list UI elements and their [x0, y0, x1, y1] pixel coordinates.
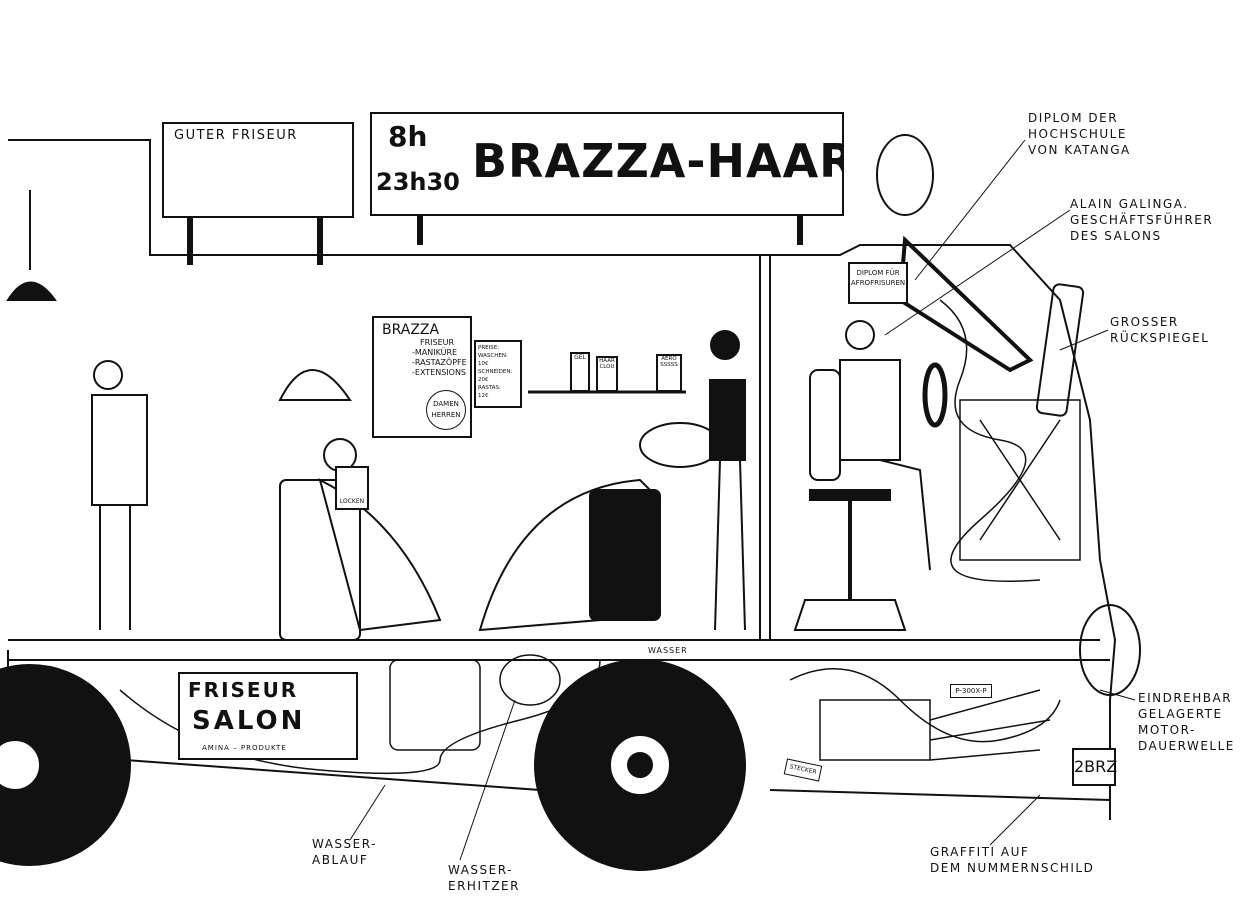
friseur-salon-sign: FRISEUR SALON AMINA – PRODUKTE	[178, 672, 358, 760]
bottle-label: GEL	[574, 354, 586, 361]
diploma-sign: DIPLOM FÜR AFROFRISUREN	[848, 262, 908, 304]
price-line: WASCHEN:	[478, 353, 508, 359]
guter-friseur-sign: GUTER FRISEUR	[162, 122, 354, 218]
price-line: RASTAS:	[478, 385, 501, 391]
rear-view-mirror	[1035, 283, 1085, 417]
annotation-ablauf: WASSER- ABLAUF	[312, 836, 377, 868]
wasser-label: WASSER	[648, 646, 688, 655]
amina-text: AMINA – PRODUKTE	[202, 744, 287, 752]
annotation-line: WASSER-	[448, 863, 513, 877]
poster-service: -MANIKÜRE	[412, 348, 458, 357]
salon-sign-line1: FRISEUR	[188, 678, 299, 702]
driver-seat-back	[809, 369, 841, 481]
wash-chair	[589, 489, 661, 621]
annotation-line: GESCHÄFTSFÜHRER	[1070, 213, 1214, 227]
bottle-label: AERO SSSSS	[660, 356, 678, 368]
annotation-line: DAUERWELLE	[1138, 739, 1235, 753]
annotation-line: WASSER-	[312, 837, 377, 851]
hours-open: 8h	[388, 120, 428, 153]
annotation-graffiti: GRAFFITI AUF DEM NUMMERNSCHILD	[930, 844, 1094, 876]
wheel-rear	[0, 664, 131, 866]
price-line: SCHNEIDEN:	[478, 369, 513, 375]
bottle-aero: AERO SSSSS	[656, 354, 682, 392]
annotation-line: DIPLOM DER	[1028, 111, 1119, 125]
annotation-line: ALAIN GALINGA.	[1070, 197, 1189, 211]
bottle-label: HAAR CLOU	[599, 358, 615, 370]
annotation-line: RÜCKSPIEGEL	[1110, 331, 1210, 345]
price-line: 12€	[478, 393, 489, 399]
hours-close: 23h30	[376, 168, 460, 196]
annotation-line: DES SALONS	[1070, 229, 1162, 243]
brazza-poster: BRAZZA FRISEUR -MANIKÜRE -RASTAZÖPFE -EX…	[372, 316, 472, 438]
annotation-line: ABLAUF	[312, 853, 369, 867]
headlight	[1079, 604, 1141, 696]
bottle-gel: GEL	[570, 352, 590, 392]
annotation-motor: EINDREHBAR GELAGERTE MOTOR- DAUERWELLE	[1138, 690, 1235, 754]
diploma-text: DIPLOM FÜR AFROFRISUREN	[850, 269, 906, 287]
annotation-line: DEM NUMMERNSCHILD	[930, 861, 1095, 875]
plate-text: 2BRZ	[1074, 757, 1118, 776]
annotation-line: EINDREHBAR	[1138, 691, 1233, 705]
annotation-spiegel: GROSSER RÜCKSPIEGEL	[1110, 314, 1209, 346]
hairdresser-figure	[709, 330, 746, 631]
price-list: PREISE: WASCHEN: 10€ SCHNEIDEN: 20€ RAST…	[474, 340, 522, 408]
hanging-lamp	[6, 190, 57, 301]
bottle-haar-clou: HAAR CLOU	[596, 356, 618, 392]
magazine-title: LOCKEN	[339, 498, 365, 505]
annotation-line: GROSSER	[1110, 315, 1179, 329]
poster-service: -EXTENSIONS	[412, 368, 467, 377]
bus-roof-line	[8, 139, 1117, 820]
driver-figure	[839, 320, 931, 571]
annotation-line: VON KATANGA	[1028, 143, 1131, 157]
wheel-front	[534, 659, 746, 871]
poster-title: BRAZZA	[382, 322, 440, 338]
brazza-haar-title: BRAZZA-HAAR	[472, 134, 844, 188]
salon-sign-line2: SALON	[192, 706, 306, 736]
poster-subtitle: FRISEUR	[420, 338, 455, 347]
top-lamp	[876, 134, 934, 216]
annotation-line: GELAGERTE	[1138, 707, 1223, 721]
annotation-alain: ALAIN GALINGA. GESCHÄFTSFÜHRER DES SALON…	[1070, 196, 1213, 244]
barber-figure	[91, 360, 148, 630]
leader-lines	[349, 139, 1136, 861]
engine-machinery	[789, 299, 1081, 761]
hair-dryer-hood	[278, 369, 352, 401]
annotation-line: HOCHSCHULE	[1028, 127, 1127, 141]
price-title: PREISE:	[478, 345, 500, 351]
magazine: LOCKEN	[335, 466, 369, 510]
annotation-line: MOTOR-	[1138, 723, 1196, 737]
annotation-line: ERHITZER	[448, 879, 520, 893]
customer-washing	[478, 422, 721, 632]
annotation-diplom: DIPLOM DER HOCHSCHULE VON KATANGA	[1028, 110, 1131, 158]
windshield	[897, 235, 1034, 373]
poster-bubble-herren: HERREN	[431, 411, 461, 419]
poster-bubble-damen: DAMEN	[433, 400, 459, 408]
brazza-haar-sign: 8h 23h30 BRAZZA-HAAR	[370, 112, 844, 216]
price-line: 10€	[478, 361, 489, 367]
license-plate: 2BRZ	[1072, 748, 1118, 786]
stecker-text: STECKER	[788, 763, 818, 776]
price-line: 20€	[478, 377, 489, 383]
steering-wheel	[922, 362, 948, 428]
p300-text: P-300X-P	[955, 687, 987, 695]
p300-label: P-300X-P	[950, 684, 992, 698]
annotation-erhitzer: WASSER- ERHITZER	[448, 862, 520, 894]
guter-friseur-text: GUTER FRISEUR	[174, 128, 298, 143]
poster-service: -RASTAZÖPFE	[412, 358, 467, 367]
annotation-line: GRAFFITI AUF	[930, 845, 1030, 859]
